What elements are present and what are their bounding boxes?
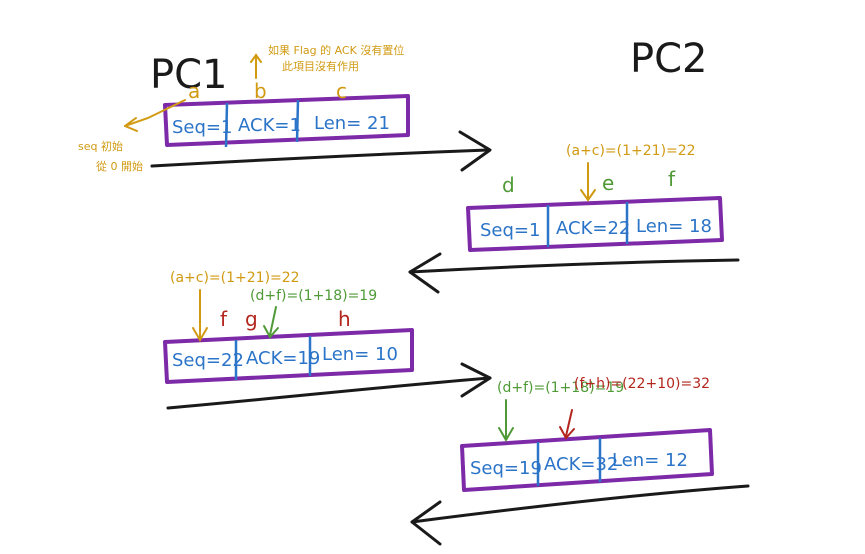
packet-1-ack: ACK=1 bbox=[238, 115, 301, 136]
packet-3-letter-h: h bbox=[338, 307, 351, 331]
packet-4-green-arrow bbox=[498, 399, 514, 442]
packet-2: Seq=1 ACK=22 Len= 18 d e f bbox=[466, 167, 724, 252]
packet-3-yellow-arrow bbox=[192, 289, 208, 342]
packet-4: Seq=19 ACK=32 Len= 12 bbox=[460, 428, 714, 492]
packet-1-len: Len= 21 bbox=[314, 113, 390, 134]
seq-note-pointer bbox=[124, 99, 186, 127]
packet-4-annotation-red: (f+h)=(22+10)=32 bbox=[574, 376, 710, 392]
packet-1-seq: Seq=1 bbox=[172, 117, 232, 138]
packet-4-annotation-green: (d+f)=(1+18)=19 bbox=[497, 380, 624, 396]
packet-4-ack: ACK=32 bbox=[544, 454, 618, 475]
packet-1-divider-2 bbox=[295, 99, 300, 143]
packet-4-len: Len= 12 bbox=[612, 450, 688, 471]
packet-2-annotation: (a+c)=(1+21)=22 bbox=[566, 143, 696, 159]
packet-3-letter-g: g bbox=[245, 307, 258, 331]
packet-3-seq: Seq=22 bbox=[172, 350, 244, 371]
arrow-3-head bbox=[460, 362, 492, 398]
packet-3-letter-f: f bbox=[220, 307, 228, 331]
packet-3-annotation-green: (d+f)=(1+18)=19 bbox=[250, 288, 377, 304]
packet-2-annotation-arrow bbox=[580, 162, 596, 202]
packet-2-box bbox=[466, 196, 724, 252]
packet-4-seq: Seq=19 bbox=[470, 458, 542, 479]
arrow-1-line bbox=[150, 148, 490, 168]
ack-note-line-1: 如果 Flag 的 ACK 沒有置位 bbox=[268, 43, 404, 57]
packet-2-letter-e: e bbox=[602, 171, 614, 195]
packet-4-red-arrow bbox=[559, 409, 575, 440]
packet-4-box bbox=[460, 428, 714, 492]
ack-note-line-2: 此項目沒有作用 bbox=[282, 59, 359, 73]
packet-3-box bbox=[163, 328, 414, 384]
packet-3-annotation-yellow: (a+c)=(1+21)=22 bbox=[170, 270, 300, 286]
arrow-4-line bbox=[410, 484, 750, 524]
packet-1: Seq=1 ACK=1 Len= 21 a b c bbox=[163, 79, 410, 148]
arrow-2-line bbox=[408, 258, 740, 274]
packet-1-box bbox=[163, 94, 410, 147]
packet-2-len: Len= 18 bbox=[636, 216, 712, 237]
packet-3-len: Len= 10 bbox=[322, 344, 398, 365]
seq-note-line-1: seq 初始 bbox=[78, 139, 123, 153]
packet-2-letter-d: d bbox=[502, 173, 515, 197]
packet-1-letter-a: a bbox=[188, 79, 200, 103]
pc2-label: PC2 bbox=[630, 36, 708, 82]
arrow-4-head bbox=[410, 500, 442, 546]
arrow-3-line bbox=[166, 376, 492, 410]
seq-note-arrowhead bbox=[124, 117, 138, 132]
packet-3-ack: ACK=19 bbox=[246, 348, 320, 369]
packet-3: Seq=22 ACK=19 Len= 10 f g h bbox=[163, 307, 414, 384]
packet-3-green-arrow bbox=[263, 306, 279, 339]
arrow-2-head bbox=[408, 252, 442, 294]
packet-1-letter-c: c bbox=[336, 79, 347, 103]
packet-2-letter-f: f bbox=[668, 167, 676, 191]
pc1-label: PC1 bbox=[150, 52, 228, 98]
seq-note-line-2: 從 0 開始 bbox=[96, 159, 143, 173]
arrow-1-head bbox=[458, 130, 492, 172]
packet-2-seq: Seq=1 bbox=[480, 220, 540, 241]
packet-2-ack: ACK=22 bbox=[556, 218, 630, 239]
packet-1-letter-b: b bbox=[254, 79, 267, 103]
ack-note-arrow bbox=[250, 53, 262, 79]
packet-1-divider-1 bbox=[224, 102, 229, 148]
